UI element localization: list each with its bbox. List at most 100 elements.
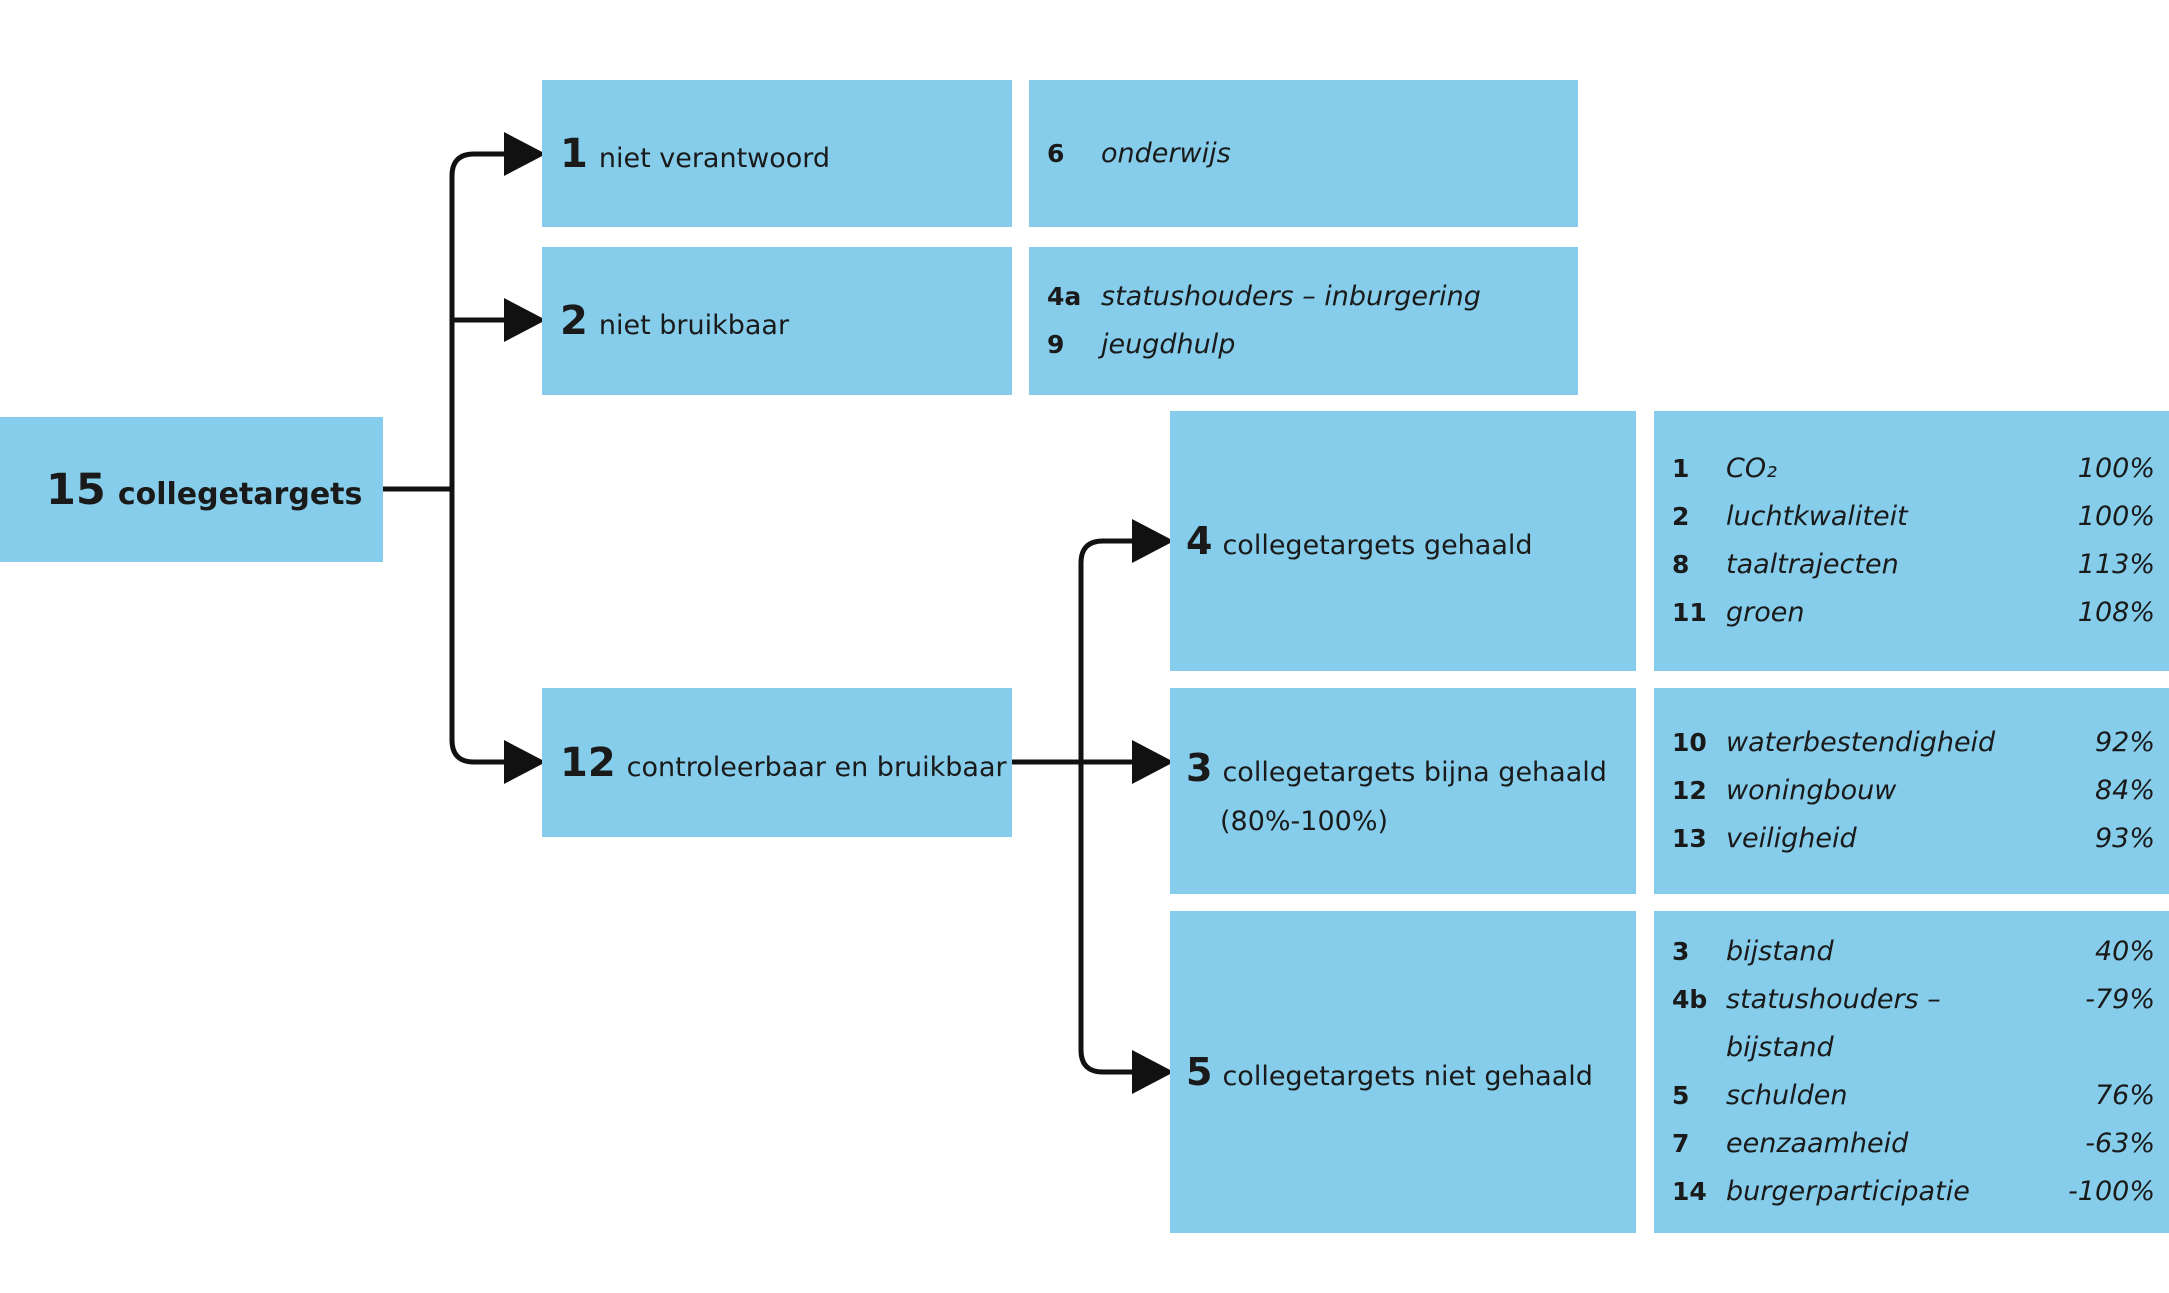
row-number: 5 (1672, 1081, 1690, 1110)
row-value: 76% (2094, 1080, 2155, 1111)
branch-label: controleerbaar en bruikbaar (626, 751, 1007, 783)
branch-box-niet-bruikbaar: 2 niet bruikbaar (542, 247, 1012, 395)
row-label: burgerparticipatie (1726, 1176, 1970, 1207)
branch-text: 1 niet verantwoord (542, 131, 830, 177)
row-label: waterbestendigheid (1726, 727, 1996, 758)
detail-row: 4b statushouders – bijstand -79% (1654, 976, 2169, 1072)
detail-row: 5 schulden 76% (1654, 1072, 2169, 1120)
detail-box-niet-verantwoord: 6 onderwijs (1029, 80, 1578, 227)
branch-number: 12 (560, 739, 616, 786)
subbranch-text: 3 collegetargets bijna gehaald (80%-100%… (1170, 746, 1607, 837)
row-number: 14 (1672, 1177, 1707, 1206)
row-label: veiligheid (1726, 823, 1857, 854)
row-value: 108% (2077, 597, 2155, 628)
row-label: groen (1726, 597, 1805, 628)
subbranch-number: 5 (1186, 1050, 1213, 1094)
detail-row: 9 jeugdhulp (1029, 321, 1578, 369)
row-label: statushouders – inburgering (1101, 281, 1481, 312)
detail-row: 6 onderwijs (1029, 130, 1578, 178)
branch-label: niet bruikbaar (598, 310, 790, 341)
detail-row: 2 luchtkwaliteit 100% (1654, 493, 2169, 541)
row-value: 92% (2094, 727, 2155, 758)
subbranch-sublabel: (80%-100%) (1220, 805, 1389, 837)
row-number: 10 (1672, 728, 1707, 757)
root-number: 15 (46, 464, 106, 515)
detail-row: 1 CO₂ 100% (1654, 445, 2169, 493)
arrowhead-icon (504, 132, 546, 176)
arrowhead-icon (504, 298, 546, 342)
subbranch-label: collegetargets bijna gehaald (1222, 756, 1607, 788)
branch-number: 1 (560, 130, 588, 177)
arrowhead-icon (1132, 1050, 1174, 1094)
subbranch-box-bijna-gehaald: 3 collegetargets bijna gehaald (80%-100%… (1170, 688, 1636, 894)
row-number: 8 (1672, 550, 1690, 579)
row-number: 13 (1672, 824, 1707, 853)
row-number: 2 (1672, 502, 1690, 531)
row-label: statushouders – bijstand (1726, 984, 1941, 1063)
row-number: 7 (1672, 1129, 1690, 1158)
detail-row: 13 veiligheid 93% (1654, 815, 2169, 863)
subbranch-label: collegetargets gehaald (1222, 530, 1533, 561)
row-value: 40% (2094, 936, 2155, 967)
arrowhead-icon (1132, 740, 1174, 784)
detail-box-niet-gehaald: 3 bijstand 40% 4b statushouders – bijsta… (1654, 911, 2169, 1233)
branch-number: 2 (560, 298, 588, 344)
row-number: 3 (1672, 937, 1690, 966)
arrowhead-icon (504, 740, 546, 784)
branch-text: 2 niet bruikbaar (542, 298, 789, 344)
trunk-line-right (1012, 538, 1134, 1075)
row-label: luchtkwaliteit (1726, 501, 1908, 532)
row-number: 9 (1047, 330, 1065, 359)
branch-label: niet verantwoord (598, 142, 831, 174)
branch-box-controleerbaar: 12 controleerbaar en bruikbaar (542, 688, 1012, 837)
row-label: bijstand (1726, 936, 1834, 967)
trunk-line-left (383, 151, 506, 765)
detail-box-bijna-gehaald: 10 waterbestendigheid 92% 12 woningbouw … (1654, 688, 2169, 894)
row-value: 84% (2094, 775, 2155, 806)
detail-row: 12 woningbouw 84% (1654, 767, 2169, 815)
arrowhead-icon (1132, 519, 1174, 563)
row-value: 100% (2077, 453, 2155, 484)
row-value: -79% (2085, 984, 2155, 1015)
row-value: 100% (2077, 501, 2155, 532)
detail-row: 10 waterbestendigheid 92% (1654, 719, 2169, 767)
row-label: taaltrajecten (1726, 549, 1899, 580)
detail-row: 7 eenzaamheid -63% (1654, 1120, 2169, 1168)
row-label: onderwijs (1101, 137, 1231, 169)
row-number: 1 (1672, 454, 1690, 483)
row-number: 4a (1047, 282, 1082, 311)
detail-row: 11 groen 108% (1654, 589, 2169, 637)
row-value: -63% (2085, 1128, 2155, 1159)
detail-box-niet-bruikbaar: 4a statushouders – inburgering 9 jeugdhu… (1029, 247, 1578, 395)
row-label: CO₂ (1726, 453, 1777, 484)
root-box: 15 collegetargets (0, 417, 383, 562)
root-label: collegetargets (117, 476, 363, 512)
detail-row: 8 taaltrajecten 113% (1654, 541, 2169, 589)
subbranch-line1: 3 collegetargets bijna gehaald (1186, 746, 1607, 790)
row-number: 4b (1672, 985, 1708, 1014)
subbranch-text: 4 collegetargets gehaald (1170, 519, 1533, 563)
subbranch-number: 3 (1186, 745, 1213, 790)
subbranch-box-niet-gehaald: 5 collegetargets niet gehaald (1170, 911, 1636, 1233)
branch-text: 12 controleerbaar en bruikbaar (542, 740, 1007, 786)
subbranch-box-gehaald: 4 collegetargets gehaald (1170, 411, 1636, 671)
detail-row: 14 burgerparticipatie -100% (1654, 1168, 2169, 1216)
row-value: -100% (2068, 1176, 2155, 1207)
row-number: 11 (1672, 598, 1707, 627)
row-label: jeugdhulp (1101, 329, 1236, 360)
row-number: 6 (1047, 138, 1065, 168)
row-label: schulden (1726, 1080, 1848, 1111)
subbranch-number: 4 (1186, 519, 1213, 563)
row-number: 12 (1672, 776, 1707, 805)
root-text: 15 collegetargets (0, 465, 362, 515)
row-value: 93% (2094, 823, 2155, 854)
row-label: woningbouw (1726, 775, 1897, 806)
detail-row: 3 bijstand 40% (1654, 928, 2169, 976)
row-label: eenzaamheid (1726, 1128, 1909, 1159)
detail-row: 4a statushouders – inburgering (1029, 273, 1578, 321)
branch-box-niet-verantwoord: 1 niet verantwoord (542, 80, 1012, 227)
subbranch-label: collegetargets niet gehaald (1222, 1061, 1593, 1092)
row-value: 113% (2077, 549, 2155, 580)
